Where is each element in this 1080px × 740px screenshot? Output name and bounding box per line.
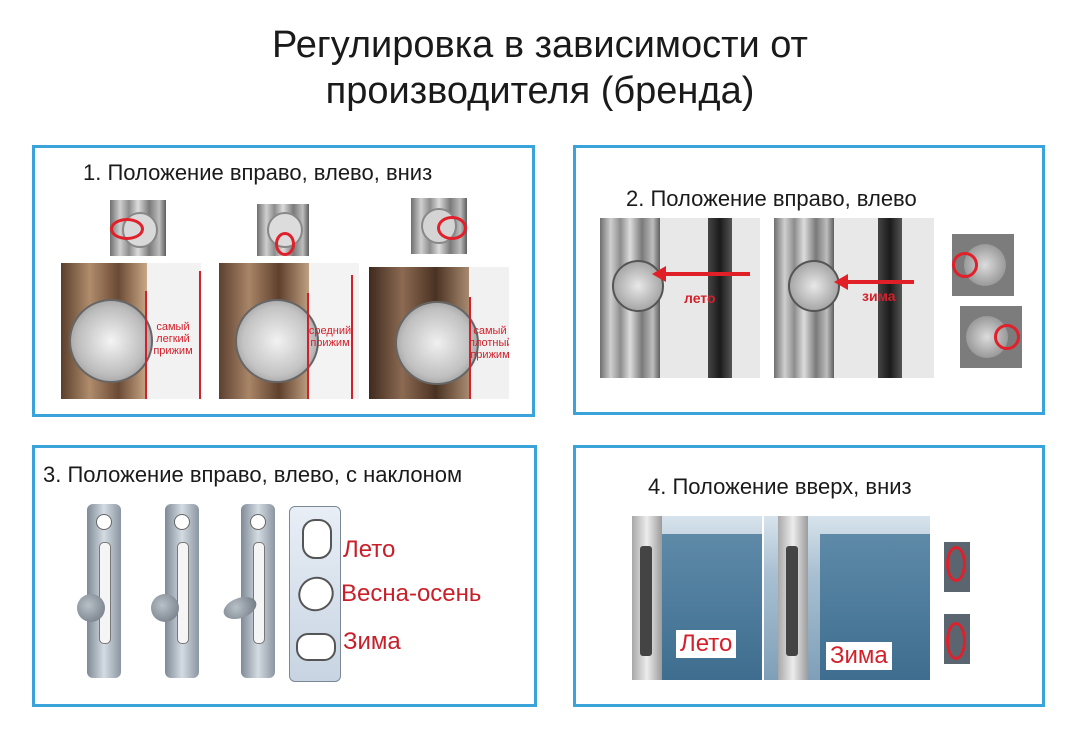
- panel-2: 2. Положение вправо, влево лето зима: [573, 145, 1045, 415]
- label-summer-large: Лето: [676, 630, 737, 658]
- highlight-ring: [946, 622, 966, 660]
- slot-winter: [296, 633, 336, 661]
- panel-1: 1. Положение вправо, влево, вниз самый л…: [32, 145, 535, 417]
- thumb-down: [944, 614, 970, 664]
- highlight-ring: [994, 324, 1020, 350]
- panel-4: 4. Положение вверх, вниз Лето Зима: [573, 445, 1045, 707]
- red-line: [307, 293, 309, 399]
- label-summer: лето: [684, 290, 716, 306]
- highlight-ring: [952, 252, 978, 278]
- page-title: Регулировка в зависимости от производите…: [0, 22, 1080, 114]
- highlight-ring: [437, 216, 467, 240]
- knob-1: [77, 594, 105, 622]
- red-line: [199, 271, 201, 399]
- highlight-ring: [275, 232, 295, 256]
- pressure-label-1: самый легкий прижим: [153, 321, 193, 357]
- slot-plate: [289, 506, 341, 682]
- thumb-3: [411, 198, 467, 254]
- season-winter: Зима: [343, 628, 401, 655]
- pressure-label-3: самый плотный прижим: [469, 325, 509, 361]
- panel-3: 3. Положение вправо, влево, с наклоном Л…: [32, 445, 537, 707]
- striker-1: [87, 504, 121, 678]
- photo-1: самый легкий прижим: [61, 263, 201, 399]
- highlight-ring: [110, 218, 144, 240]
- photo-2: средний прижим: [219, 263, 359, 399]
- highlight-ring: [946, 546, 966, 582]
- page-title-line-2: производителя (бренда): [325, 70, 755, 112]
- season-summer: Лето: [343, 536, 396, 563]
- thumb-summer: [952, 234, 1014, 296]
- pressure-label-2: средний прижим: [308, 325, 352, 349]
- thumb-up: [944, 542, 970, 592]
- season-spring-autumn: Весна-осень: [341, 580, 482, 607]
- page-title-line-1: Регулировка в зависимости от: [272, 24, 808, 66]
- photo-window-summer: Лето: [632, 516, 762, 680]
- photo-summer: лето: [600, 218, 760, 378]
- slot-spring-autumn: [291, 570, 341, 618]
- label-winter: зима: [862, 288, 896, 304]
- photo-3: самый плотный прижим: [369, 267, 509, 399]
- panel-2-caption: 2. Положение вправо, влево: [626, 186, 917, 211]
- thumb-winter: [960, 306, 1022, 368]
- label-winter-large: Зима: [826, 642, 892, 670]
- panel-3-caption: 3. Положение вправо, влево, с наклоном: [43, 462, 463, 487]
- knob-2: [151, 594, 179, 622]
- slot-summer: [302, 519, 332, 559]
- red-line: [145, 291, 147, 399]
- red-line: [351, 275, 353, 399]
- striker-3: [241, 504, 275, 678]
- panel-1-caption: 1. Положение вправо, влево, вниз: [83, 160, 433, 185]
- striker-2: [165, 504, 199, 678]
- photo-winter: зима: [774, 218, 934, 378]
- photo-window-winter: Зима: [764, 516, 930, 680]
- red-line: [469, 297, 471, 399]
- thumb-2: [257, 204, 309, 256]
- thumb-1: [110, 200, 166, 256]
- panel-4-caption: 4. Положение вверх, вниз: [648, 474, 912, 499]
